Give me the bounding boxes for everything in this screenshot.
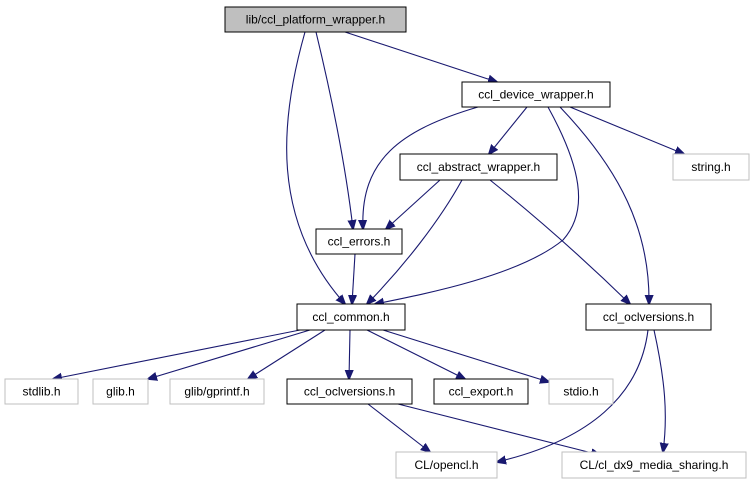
node-label: string.h [691,160,730,174]
edge-oclversions-right-to-opencl [497,329,649,462]
node-cl-opencl-h[interactable]: CL/opencl.h [395,451,498,479]
edge-oclversions-bottom-to-opencl [367,403,430,452]
node-lib-ccl-platform-wrapper[interactable]: lib/ccl_platform_wrapper.h [224,6,407,33]
edge-oclversions-right-to-dx9 [653,329,665,452]
edge-common-to-glib [148,329,311,379]
node-ccl-device-wrapper[interactable]: ccl_device_wrapper.h [461,81,611,108]
node-label: lib/ccl_platform_wrapper.h [246,13,385,27]
node-stdio-h[interactable]: stdio.h [548,378,614,405]
edge-oclversions-bottom-to-dx9 [397,403,600,455]
edge-platform-to-errors [315,31,353,229]
node-label: CL/cl_dx9_media_sharing.h [580,458,729,472]
node-ccl-oclversions-right[interactable]: ccl_oclversions.h [585,303,712,331]
node-label: ccl_common.h [312,310,389,324]
edge-device-to-errors [363,106,479,229]
node-cl-dx9-media-sharing-h[interactable]: CL/cl_dx9_media_sharing.h [561,451,747,479]
edge-abstract-to-errors [386,179,441,229]
edge-platform-to-common [286,31,345,304]
edges [53,31,684,462]
node-glib-gprintf-h[interactable]: glib/gprintf.h [169,378,265,405]
edge-abstract-to-common [367,179,463,304]
node-label: ccl_oclversions.h [304,385,395,399]
node-ccl-common[interactable]: ccl_common.h [296,303,406,331]
node-label: stdio.h [563,385,598,399]
node-label: ccl_oclversions.h [603,310,694,324]
edge-device-to-string [569,106,684,154]
edge-common-to-export [366,329,465,379]
node-label: ccl_abstract_wrapper.h [417,160,540,174]
edge-common-to-stdlib [53,329,301,379]
edge-abstract-to-oclversions-right [489,179,630,304]
node-glib-h[interactable]: glib.h [92,378,149,405]
node-label: CL/opencl.h [414,458,478,472]
edge-device-to-common [375,106,580,304]
node-ccl-export[interactable]: ccl_export.h [433,378,529,405]
edge-platform-to-device [344,31,497,82]
edge-common-to-gprintf [248,329,326,379]
node-ccl-abstract-wrapper[interactable]: ccl_abstract_wrapper.h [399,153,558,181]
node-string-h[interactable]: string.h [672,153,750,181]
node-stdlib-h[interactable]: stdlib.h [4,378,79,405]
edge-common-to-stdio [382,329,549,382]
node-ccl-oclversions-bottom[interactable]: ccl_oclversions.h [286,378,413,405]
node-ccl-errors[interactable]: ccl_errors.h [315,228,403,255]
edge-device-to-abstract [489,106,528,154]
node-label: glib.h [106,385,135,399]
node-label: ccl_errors.h [328,235,391,249]
edge-errors-to-common [352,253,355,304]
node-label: stdlib.h [22,385,60,399]
node-label: glib/gprintf.h [184,385,249,399]
node-label: ccl_export.h [449,385,514,399]
edge-device-to-oclversions-right [559,106,649,304]
node-label: ccl_device_wrapper.h [478,88,593,102]
edge-common-to-oclversions-bottom [349,329,350,379]
